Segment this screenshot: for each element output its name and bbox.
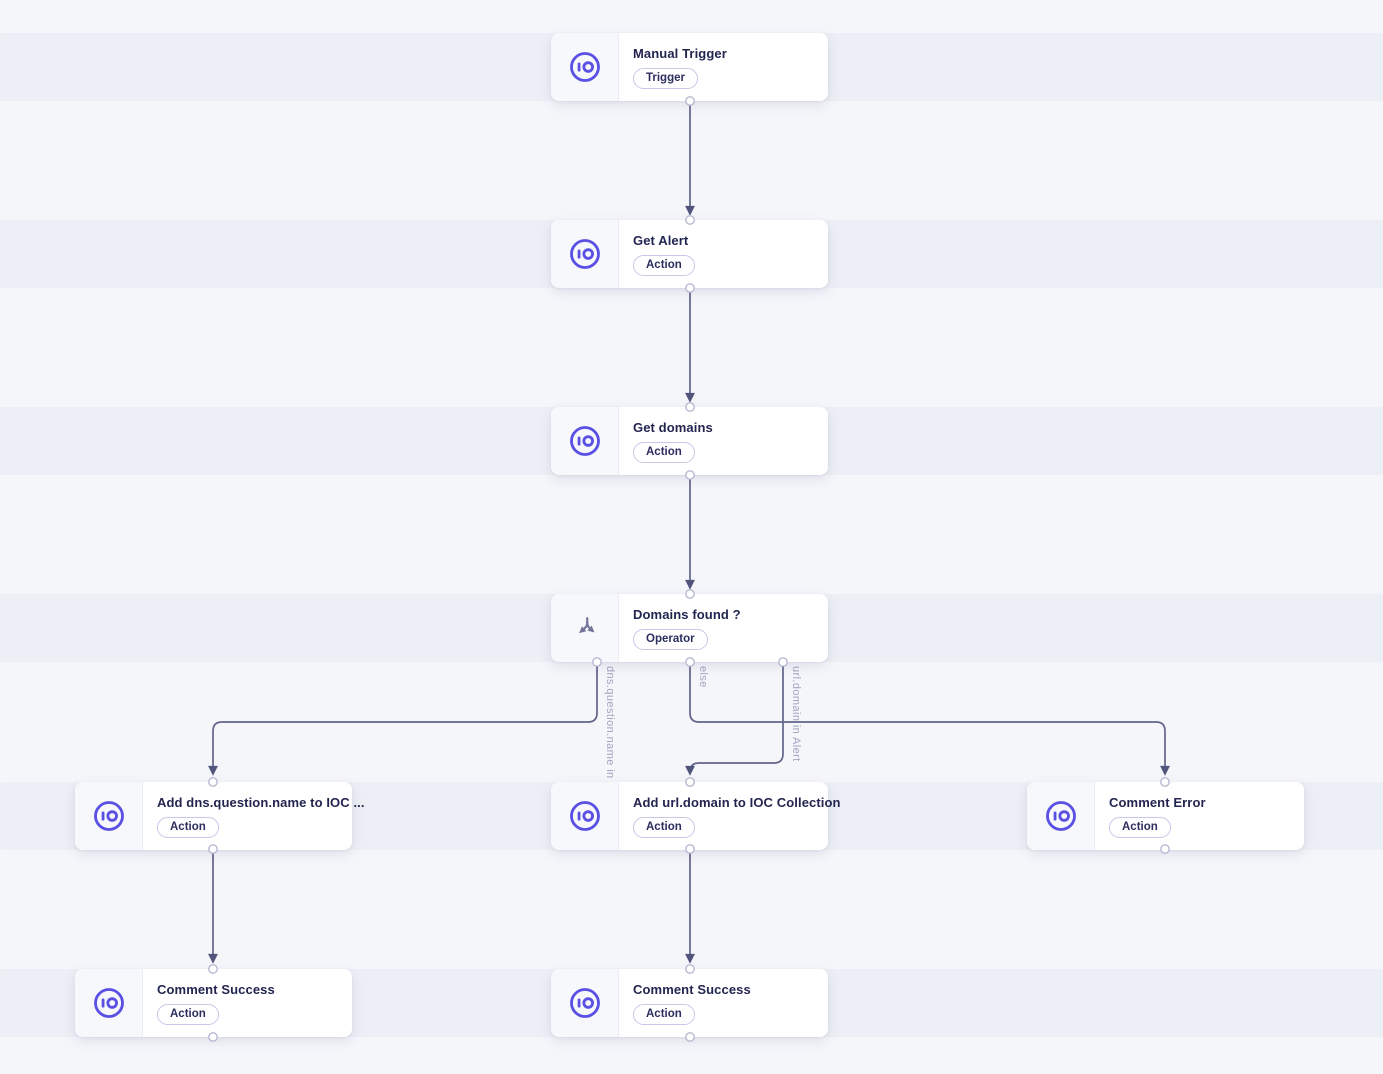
node-comment-success-1[interactable]: Comment Success Action <box>75 969 352 1037</box>
sekoia-io-logo-icon <box>75 969 143 1037</box>
node-domains-found[interactable]: Domains found ? Operator <box>551 594 828 662</box>
node-add-url-to-ioc[interactable]: Add url.domain to IOC Collection Action <box>551 782 840 850</box>
node-manual-trigger[interactable]: Manual Trigger Trigger <box>551 33 828 101</box>
node-title: Comment Error <box>1109 795 1206 810</box>
node-type-badge: Action <box>1109 817 1171 838</box>
node-title: Manual Trigger <box>633 46 727 61</box>
node-comment-success-2[interactable]: Comment Success Action <box>551 969 828 1037</box>
node-get-domains[interactable]: Get domains Action <box>551 407 828 475</box>
node-type-badge: Action <box>633 255 695 276</box>
node-type-badge: Action <box>157 1004 219 1025</box>
sekoia-io-logo-icon <box>551 407 619 475</box>
node-title: Get Alert <box>633 233 689 248</box>
edge-label-url-branch: url.domain in Alert <box>790 666 802 762</box>
sekoia-io-logo-icon <box>75 782 143 850</box>
node-title: Add dns.question.name to IOC ... <box>157 795 365 810</box>
node-type-badge: Operator <box>633 629 708 650</box>
node-title: Comment Success <box>633 982 751 997</box>
edge-dns-branch[interactable] <box>208 662 598 776</box>
node-comment-error[interactable]: Comment Error Action <box>1027 782 1304 850</box>
node-title: Add url.domain to IOC Collection <box>633 795 841 810</box>
node-get-alert[interactable]: Get Alert Action <box>551 220 828 288</box>
node-title: Comment Success <box>157 982 275 997</box>
node-type-badge: Action <box>157 817 219 838</box>
node-title: Get domains <box>633 420 713 435</box>
node-type-badge: Action <box>633 442 695 463</box>
edge-label-dns-branch: dns.question.name in Alert <box>604 666 616 781</box>
edge-else-branch[interactable] <box>689 662 1170 776</box>
sekoia-io-logo-icon <box>551 33 619 101</box>
edge-label-else-branch: else <box>697 666 709 688</box>
node-type-badge: Action <box>633 817 695 838</box>
sekoia-io-logo-icon <box>551 220 619 288</box>
sekoia-io-logo-icon <box>551 782 619 850</box>
node-title: Domains found ? <box>633 607 741 622</box>
branch-split-icon <box>551 594 619 662</box>
sekoia-io-logo-icon <box>551 969 619 1037</box>
node-add-dns-to-ioc[interactable]: Add dns.question.name to IOC ... Action <box>75 782 365 850</box>
sekoia-io-logo-icon <box>1027 782 1095 850</box>
node-type-badge: Trigger <box>633 68 698 89</box>
node-type-badge: Action <box>633 1004 695 1025</box>
